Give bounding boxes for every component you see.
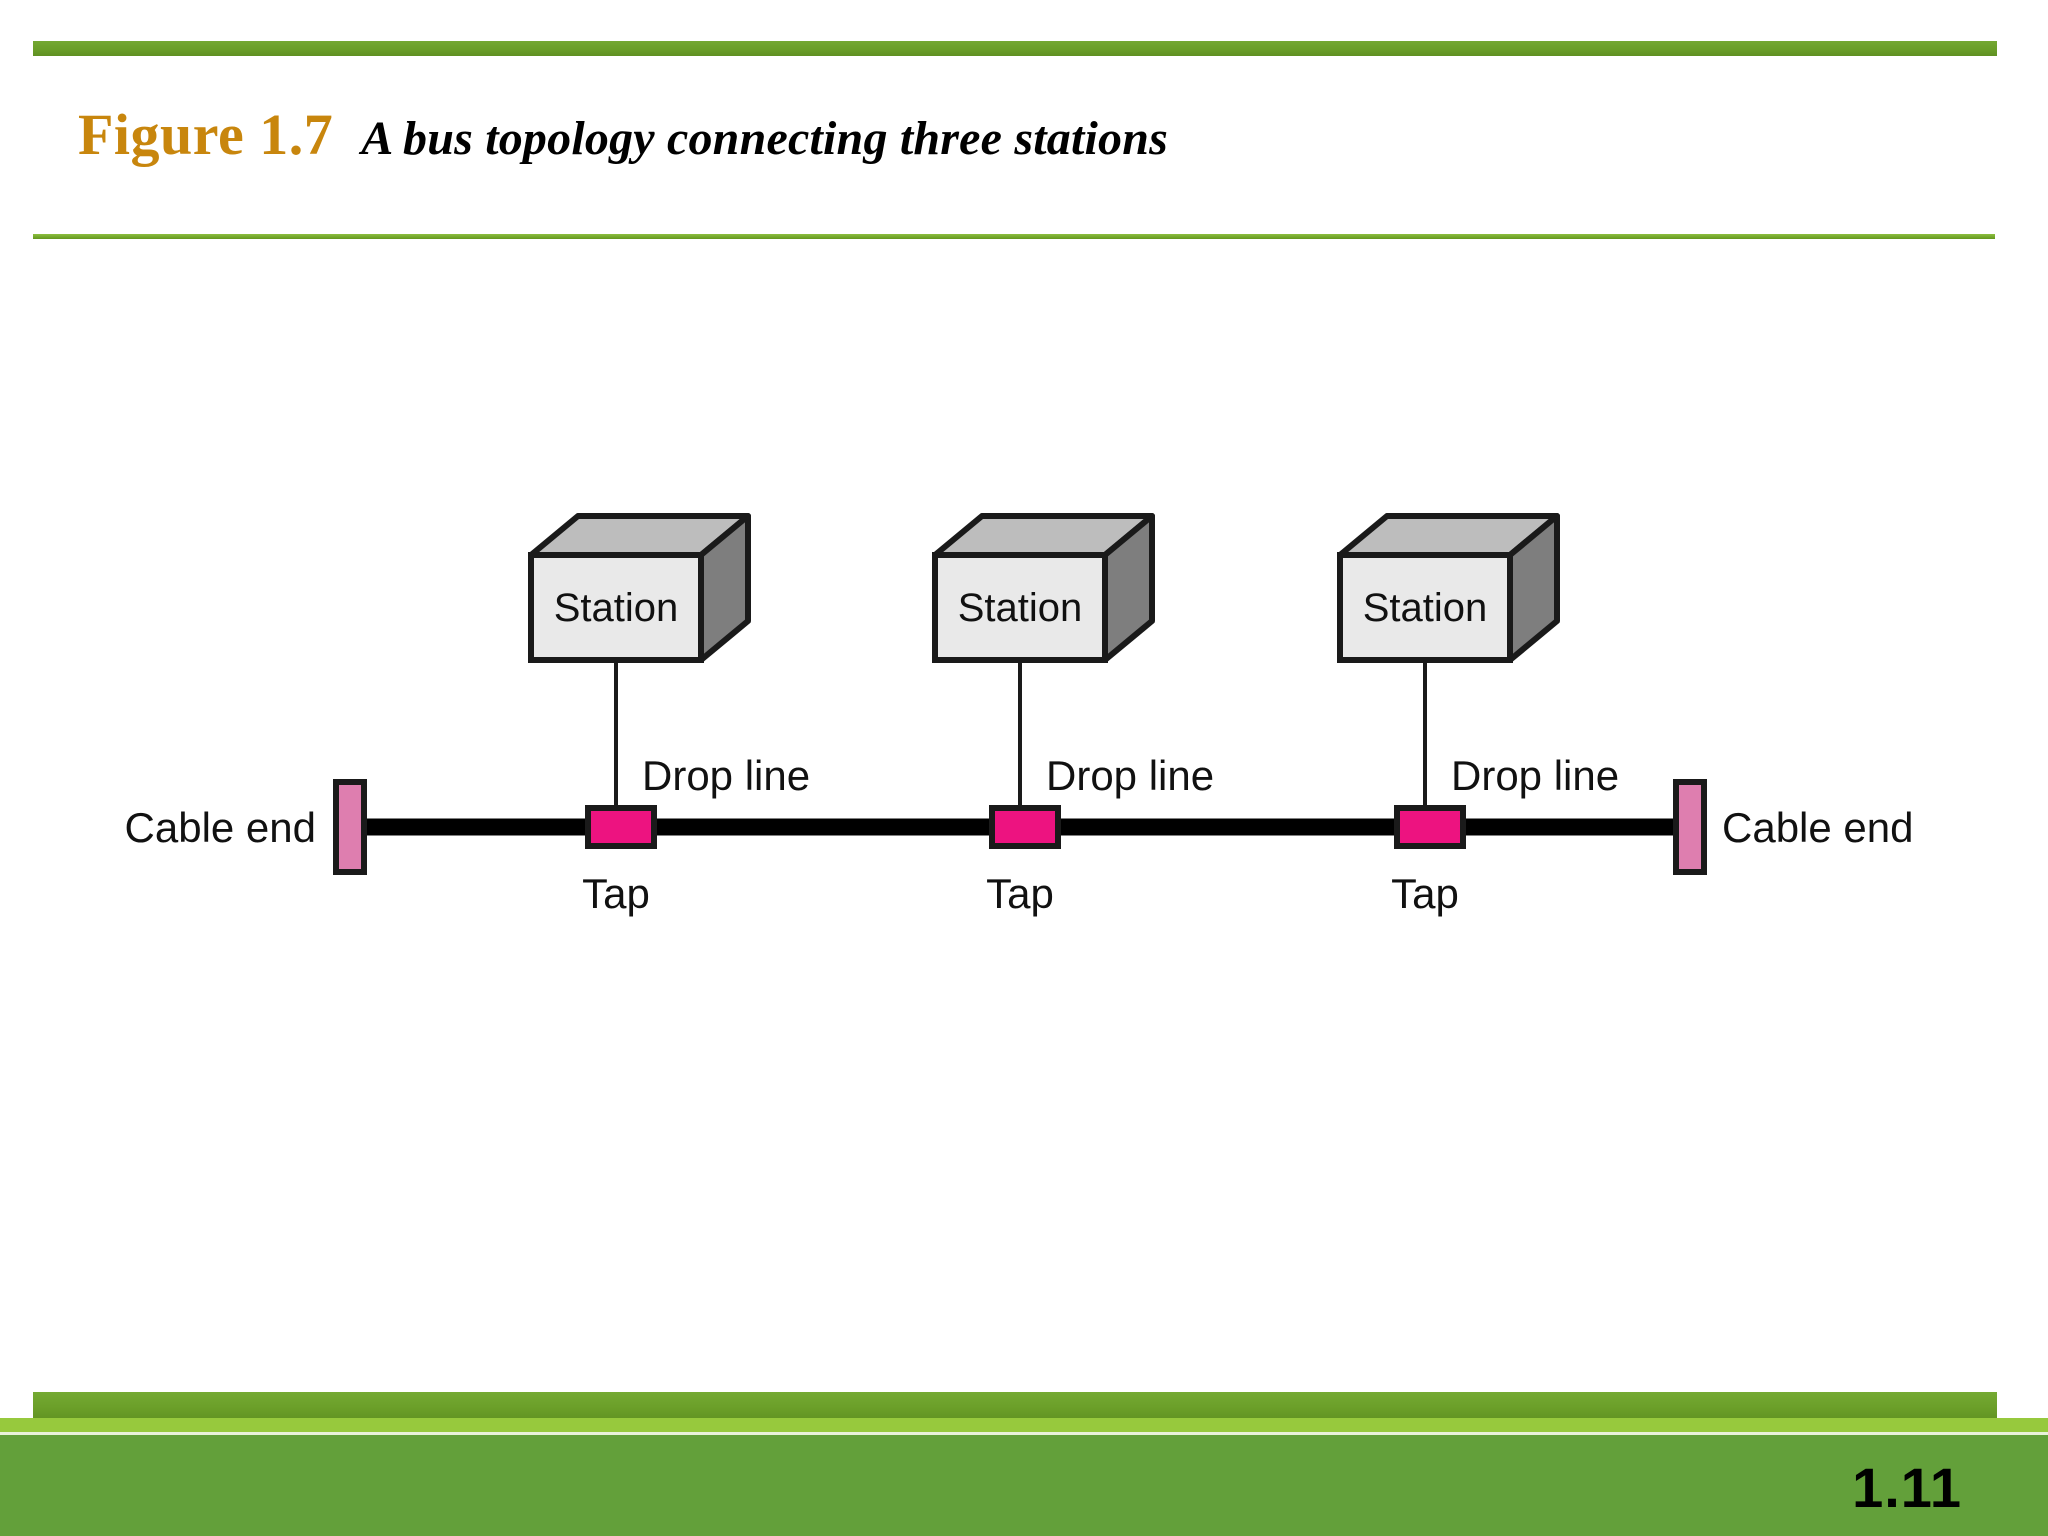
station-node-3: Station Drop line Tap (1337, 513, 1619, 917)
footer-light-strip (0, 1418, 2048, 1432)
tap-connector-1 (585, 805, 657, 849)
drop-line-label-1: Drop line (642, 752, 810, 799)
cable-end-right-terminator (1673, 779, 1707, 875)
tap-connector-3 (1394, 805, 1466, 849)
drop-line-label-3: Drop line (1451, 752, 1619, 799)
station-box-front-face-3 (1337, 552, 1513, 663)
cable-end-left-label: Cable end (125, 804, 316, 851)
tap-connector-2 (989, 805, 1061, 849)
bus-topology-diagram: Cable end Cable end Station Drop line (0, 250, 2048, 1380)
tap-label-3: Tap (1391, 870, 1459, 917)
station-node-2: Station Drop line Tap (932, 513, 1214, 917)
station-label-3: Station (1363, 586, 1488, 630)
tap-label-2: Tap (986, 870, 1054, 917)
figure-caption-text: A bus topology connecting three stations (361, 112, 1169, 165)
tap-label-1: Tap (582, 870, 650, 917)
station-node-1: Station Drop line Tap (528, 513, 810, 917)
cable-end-right-label: Cable end (1722, 804, 1913, 851)
station-label-1: Station (554, 586, 679, 630)
footer-band (0, 1435, 2048, 1536)
page-number: 1.11 (1852, 1456, 1962, 1519)
header-green-bar (33, 41, 1997, 56)
station-box-front-face-1 (528, 552, 704, 663)
page-title: Figure 1.7 A bus topology connecting thr… (78, 106, 1168, 180)
cable-end-left-terminator (333, 779, 367, 875)
footer-hairline-divider (0, 1432, 2048, 1435)
title-divider-rule (33, 234, 1995, 239)
figure-number-label: Figure 1.7 (78, 102, 334, 167)
drop-line-label-2: Drop line (1046, 752, 1214, 799)
station-label-2: Station (958, 586, 1083, 630)
